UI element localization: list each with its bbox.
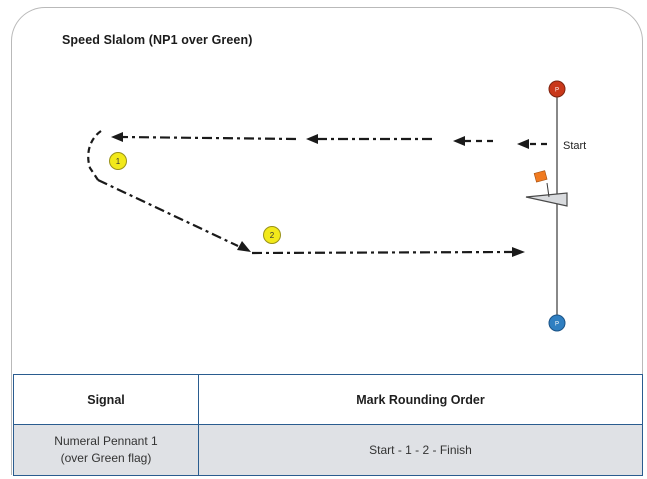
finish-pin: P	[548, 314, 566, 332]
header-signal: Signal	[13, 374, 199, 425]
course-diagram: 1 2 P P Start	[87, 80, 586, 332]
mark-2-buoy	[263, 226, 281, 244]
mark-1-buoy	[109, 152, 127, 170]
course-leg-diagonal	[97, 179, 239, 247]
arrow-diagonal	[237, 241, 251, 252]
orange-flag-icon	[533, 170, 548, 183]
header-mark-rounding-order: Mark Rounding Order	[198, 374, 643, 425]
start-label: Start	[563, 140, 586, 152]
arrow-left-1	[517, 139, 529, 149]
arrow-left-3	[306, 134, 318, 144]
course-rounding-mark-1	[87, 130, 102, 181]
start-pin-buoy	[548, 80, 566, 98]
cell-mark-rounding-order: Start - 1 - 2 - Finish	[198, 424, 643, 476]
course-arrows-top	[111, 132, 529, 149]
flag-mast	[546, 182, 550, 198]
arrow-left-4	[111, 132, 123, 142]
boat-hull-icon	[525, 192, 568, 207]
mark-1-label: 1	[116, 157, 121, 166]
course-leg-top	[121, 135, 547, 146]
mark-2: 2	[263, 226, 281, 244]
finish-pin-label: P	[555, 322, 559, 328]
signal-table: Signal Mark Rounding Order Numeral Penna…	[13, 374, 643, 476]
table-row: Numeral Pennant 1 (over Green flag) Star…	[13, 424, 643, 476]
diagram-title: Speed Slalom (NP1 over Green)	[62, 33, 253, 47]
arrow-right-finish	[512, 247, 525, 257]
table-header-row: Signal Mark Rounding Order	[13, 374, 643, 425]
committee-boat-icon	[525, 170, 568, 207]
mark-2-label: 2	[270, 231, 275, 240]
signal-line-1: Numeral Pennant 1	[54, 434, 158, 448]
arrow-left-2	[453, 136, 465, 146]
mark-1: 1	[109, 152, 127, 170]
course-leg-bottom	[251, 250, 513, 255]
start-pin: P	[548, 80, 566, 98]
signal-line-2: (over Green flag)	[60, 451, 152, 465]
start-pin-label: P	[555, 88, 559, 94]
finish-pin-buoy	[548, 314, 566, 332]
cell-signal: Numeral Pennant 1 (over Green flag)	[13, 424, 199, 476]
